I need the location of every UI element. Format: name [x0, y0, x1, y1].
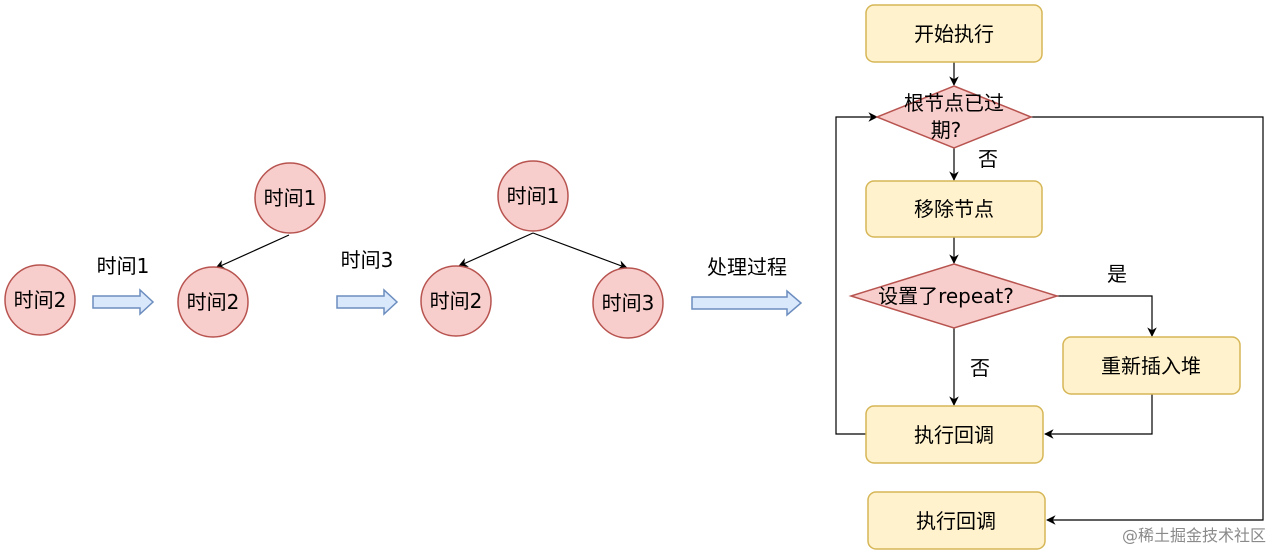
heap-node-time3 — [592, 267, 664, 339]
flow-remove-node-label: 移除节点 — [914, 197, 994, 221]
flow-decision-expired — [874, 85, 1034, 149]
block-arrow-add-time1: 时间1 — [92, 254, 155, 316]
flow-decision-repeat-label: 设置了repeat? — [878, 284, 1014, 308]
flow-exec-callback-final — [867, 491, 1046, 550]
flow-start — [865, 4, 1043, 63]
heap-node-time3-label: 时间3 — [602, 291, 655, 315]
flow-reinsert-heap — [1062, 336, 1241, 395]
edge-root-right — [532, 232, 628, 270]
flow-edge-repeat-reinsert — [1057, 295, 1157, 337]
heap-node-time2-label: 时间2 — [430, 289, 483, 313]
flow-label-yes: 是 — [1107, 262, 1127, 286]
heap-stage-1: 时间2 — [4, 264, 76, 336]
block-arrow-add-time3: 时间3 — [336, 248, 399, 316]
arrow-label-process: 处理过程 — [707, 255, 787, 279]
flow-label-no-1: 否 — [978, 147, 998, 171]
flow-exec-callback-final-label: 执行回调 — [916, 509, 996, 533]
block-arrow-process: 处理过程 — [691, 255, 803, 317]
heap-stage-3: 时间1 时间2 时间3 — [420, 160, 664, 339]
flow-edge-check-final — [1031, 116, 1264, 525]
flow-decision-expired-line1: 根节点已过 — [904, 91, 1004, 115]
edge-root-left — [458, 232, 534, 267]
flow-exec-callback — [865, 405, 1044, 464]
flow-decision-expired-line2: 期? — [931, 118, 962, 142]
flow-label-no-2: 否 — [970, 356, 990, 380]
flowchart: 开始执行 根节点已过 期? 否 移除节点 设置了repeat? 是 否 重新插入… — [835, 4, 1264, 550]
heap-node-time1 — [497, 160, 569, 232]
flow-decision-repeat — [848, 263, 1060, 329]
heap-node-time2 — [177, 266, 249, 338]
heap-node-time2 — [420, 265, 492, 337]
heap-node-time2-label: 时间2 — [14, 288, 67, 312]
heap-stage-2: 时间1 时间2 — [177, 162, 326, 338]
arrow-label-time1: 时间1 — [97, 254, 150, 278]
heap-node-time1-label: 时间1 — [264, 186, 317, 210]
heap-node-time1-label: 时间1 — [507, 184, 560, 208]
arrow-label-time3: 时间3 — [341, 248, 394, 272]
edge-root-left — [215, 234, 290, 269]
flow-start-label: 开始执行 — [914, 22, 994, 46]
flow-edge-reinsert-callback — [1044, 394, 1153, 439]
flow-reinsert-heap-label: 重新插入堆 — [1101, 354, 1201, 378]
watermark: @稀土掘金技术社区 — [1121, 526, 1266, 545]
heap-node-time2-label: 时间2 — [187, 290, 240, 314]
flow-remove-node — [865, 180, 1043, 238]
flow-edge-callback-loop — [835, 112, 878, 435]
flow-exec-callback-label: 执行回调 — [914, 423, 994, 447]
heap-node-time2 — [4, 264, 76, 336]
heap-node-time1 — [254, 162, 326, 234]
